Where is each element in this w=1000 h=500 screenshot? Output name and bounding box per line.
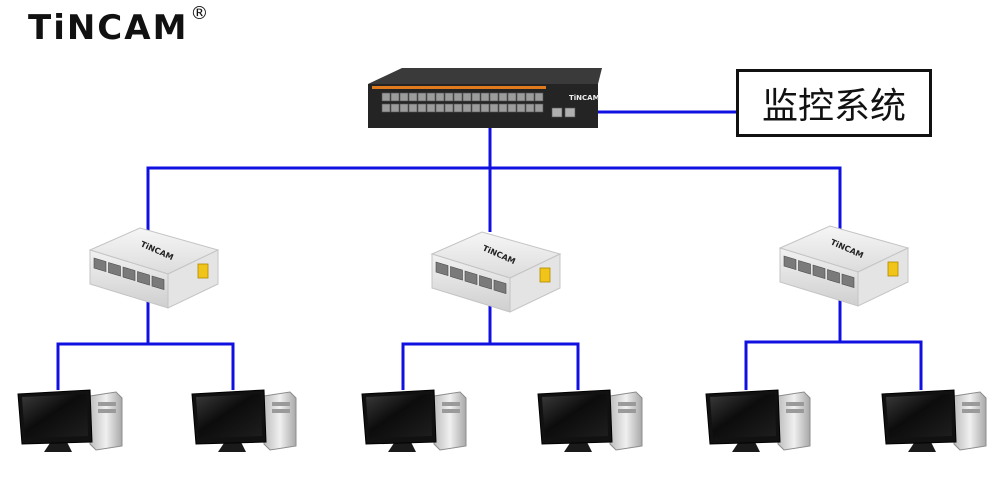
rj45-port [464,270,478,286]
power-jack [539,267,551,283]
computer-2 [191,389,297,452]
pc-drive-bay [786,402,804,406]
pc-tower [433,391,467,451]
core-switch-uplinks [551,107,576,118]
rj45-port [137,271,150,286]
link-pc-bus-mid [401,342,580,390]
pc-screen [366,394,432,438]
computer-group [17,389,987,452]
pc-drive-bay [98,402,116,406]
core-switch-label: TiNCAM [569,94,600,102]
computer-6 [881,389,987,452]
pc-drive-bay [618,402,636,406]
core-switch: TiNCAM [368,68,602,128]
pc-screen [22,394,88,438]
pc-drive-bay [962,402,980,406]
pc-screen [196,394,262,438]
pc-tower [953,391,987,451]
rj45-port [827,269,840,284]
pc-drive-bay [442,409,460,413]
pc-drive-bay [272,402,290,406]
rj45-port [435,261,449,277]
power-jack [887,261,899,277]
rj45-port [151,275,165,291]
pc-screen [542,394,608,438]
access-switch-2: TiNCAM [430,231,562,313]
rj45-port [93,257,107,273]
pc-drive-bay [442,402,460,406]
pc-drive-bay [98,409,116,413]
power-jack [197,263,209,279]
registered-mark: ® [190,2,211,24]
rj45-port [841,273,855,289]
access-switch-group: TiNCAM TiNCAM TiNCAM [88,225,910,313]
access-switch-3: TiNCAM [778,225,910,307]
link-pc-bus-left [56,342,235,390]
computer-4 [537,389,643,452]
pc-drive-bay [618,409,636,413]
pc-drive-bay [272,409,290,413]
pc-tower [89,391,123,451]
pc-screen [886,394,952,438]
link-distribution-bus [146,166,842,245]
rj45-port [783,255,797,271]
pc-tower [609,391,643,451]
core-switch-ports [381,92,544,113]
rj45-port [450,266,463,281]
computer-1 [17,389,123,452]
core-switch-stripe [372,86,546,89]
tincam-logo: TiNCAM® [28,3,210,48]
network-links [56,110,923,390]
pc-screen [710,394,776,438]
rj45-port [493,279,507,295]
core-switch-top [368,68,602,84]
pc-tower [263,391,297,451]
logo-text: TiNCAM [28,8,189,48]
rj45-port [108,262,121,277]
computer-5 [705,389,811,452]
rj45-port [479,275,492,290]
rj45-port [122,266,136,282]
pc-drive-bay [786,409,804,413]
pc-drive-bay [962,409,980,413]
computer-3 [361,389,467,452]
link-pc-bus-right [744,340,923,390]
monitoring-system-label: 监控系统 [761,86,906,127]
rj45-port [812,264,826,280]
rj45-port [798,260,811,275]
pc-tower [777,391,811,451]
access-switch-1: TiNCAM [88,227,220,309]
monitoring-system-box: 监控系统 [736,69,932,137]
